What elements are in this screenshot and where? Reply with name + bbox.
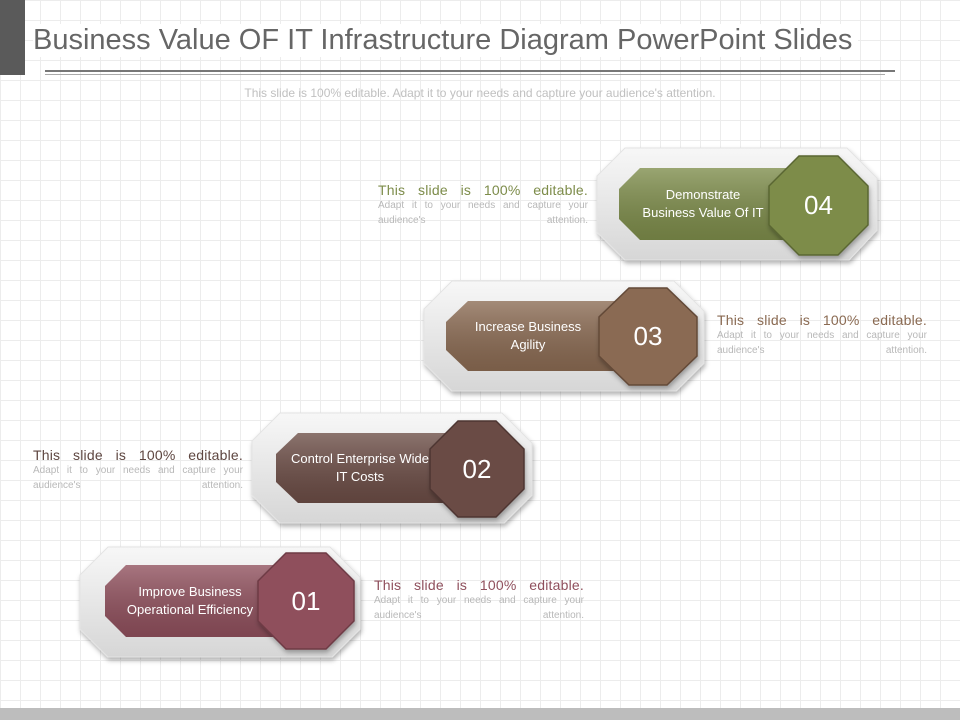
step-03-description: This slide is 100% editable. Adapt it to… <box>717 312 927 358</box>
step-01-description-heading: This slide is 100% editable. <box>374 577 584 593</box>
step-01-label: Improve Business Operational Efficiency <box>126 584 254 617</box>
step-04-octagon <box>768 155 869 256</box>
step-02-octagon <box>429 420 525 518</box>
step-03-octagon <box>598 287 698 386</box>
footer-bar <box>0 708 960 720</box>
step-03-description-body: Adapt it to your needs and capture your … <box>717 330 927 356</box>
step-04-group <box>596 147 878 261</box>
step-01-octagon <box>257 552 355 650</box>
step-02-number: 02 <box>462 453 492 484</box>
step-04-number: 04 <box>804 190 833 220</box>
title-rule-thin <box>45 74 885 75</box>
step-03-number: 03 <box>633 321 663 351</box>
step-01-number: 01 <box>291 585 321 616</box>
step-01-description: This slide is 100% editable. Adapt it to… <box>374 577 584 623</box>
step-04-description-heading: This slide is 100% editable. <box>378 182 588 198</box>
step-03-description-heading: This slide is 100% editable. <box>717 312 927 328</box>
step-04-description: This slide is 100% editable. Adapt it to… <box>378 182 588 228</box>
page-subtitle: This slide is 100% editable. Adapt it to… <box>244 86 716 100</box>
step-02-description-body: Adapt it to your needs and capture your … <box>33 465 243 491</box>
step-02-description: This slide is 100% editable. Adapt it to… <box>33 447 243 493</box>
step-03-label: Increase Business Agility <box>474 319 582 352</box>
step-01-description-body: Adapt it to your needs and capture your … <box>374 595 584 621</box>
corner-accent-bar <box>0 0 25 75</box>
step-01-group <box>79 546 361 658</box>
page-title: Business Value OF IT Infrastructure Diag… <box>33 24 859 57</box>
title-rule <box>45 70 895 72</box>
step-04-description-body: Adapt it to your needs and capture your … <box>378 200 588 226</box>
step-02-description-heading: This slide is 100% editable. <box>33 447 243 463</box>
step-04-label: Demonstrate Business Value Of IT <box>642 187 764 220</box>
step-02-group <box>251 412 533 524</box>
step-03-group <box>423 280 705 392</box>
step-02-label: Control Enterprise Wide IT Costs <box>291 451 429 484</box>
